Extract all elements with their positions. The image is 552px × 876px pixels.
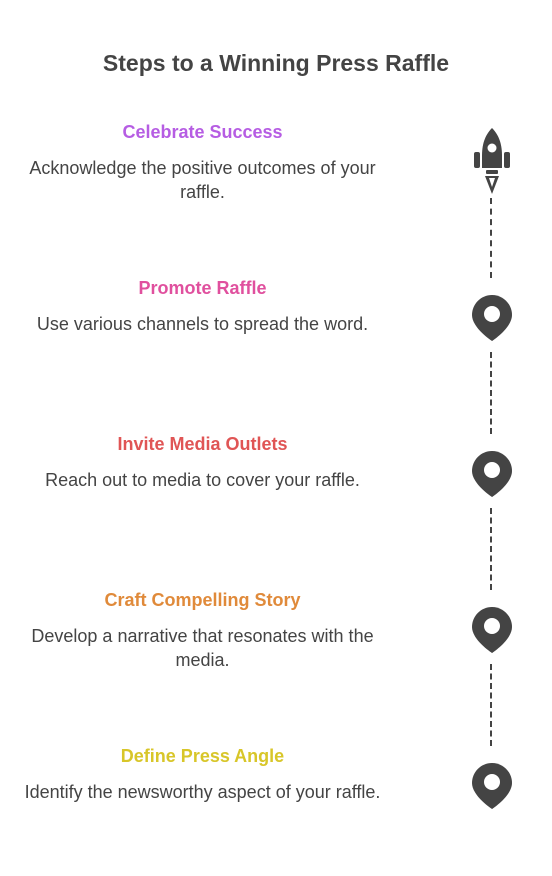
step-title: Define Press Angle [120,746,285,766]
step-description: Use various channels to spread the word. [36,314,369,334]
map-pin-icon [472,607,512,653]
timeline-connector [490,508,492,590]
step-title: Promote Raffle [138,278,267,298]
step-craft-compelling-story: Craft Compelling Story Develop a narrati… [20,588,385,672]
step-celebrate-success: Celebrate Success Acknowledge the positi… [20,120,385,204]
diagram-title: Steps to a Winning Press Raffle [102,50,450,76]
step-description: Identify the newsworthy aspect of your r… [24,782,381,802]
timeline-connector [490,664,492,746]
step-promote-raffle: Promote Raffle Use various channels to s… [20,276,385,336]
step-invite-media-outlets: Invite Media Outlets Reach out to media … [20,432,385,492]
step-description: Acknowledge the positive outcomes of you… [29,158,376,202]
map-pin-icon [472,451,512,497]
timeline-connector [490,352,492,434]
timeline-connector [490,198,492,278]
map-pin-icon [472,295,512,341]
step-define-press-angle: Define Press Angle Identify the newswort… [20,744,385,804]
rocket-icon [474,128,510,194]
step-title: Craft Compelling Story [104,590,301,610]
step-title: Celebrate Success [122,122,283,142]
step-title: Invite Media Outlets [117,434,288,454]
step-description: Reach out to media to cover your raffle. [45,470,360,490]
map-pin-icon [472,763,512,809]
step-description: Develop a narrative that resonates with … [31,626,374,670]
